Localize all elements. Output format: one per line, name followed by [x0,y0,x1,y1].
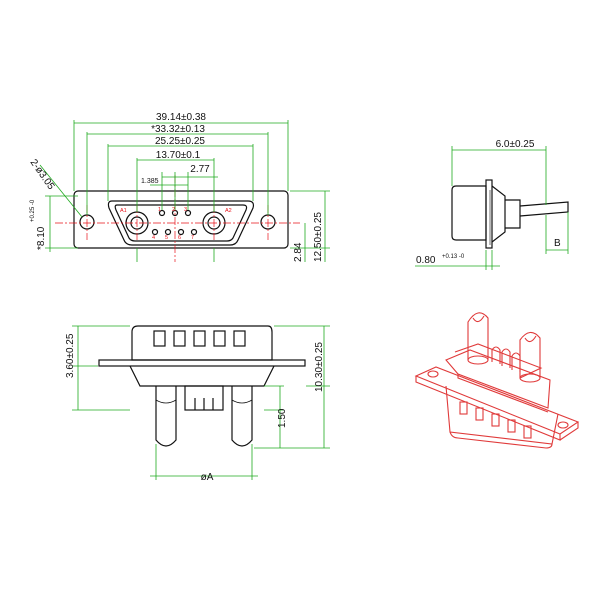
iso-signal-pin [511,352,521,372]
signal-label: 4 [152,235,155,241]
side-view [451,179,569,249]
iso-coax-tail-left [467,312,489,360]
signal-pin [164,228,172,236]
dim-diameter: øA [201,472,214,483]
iso-flange-edge-right [559,422,579,441]
front-centerlines [55,175,300,262]
dim-pin-pitch: 2.77 [190,164,210,175]
front-d-shell-inner [114,204,248,242]
bottom-body [129,365,275,387]
dim-right-height: 10.30±0.25 [314,342,325,392]
side-dimension-text: 6.0±0.25 0.80 +0.13 -0 B [416,139,561,266]
coax-tail-right [231,386,253,447]
dim-flange-tol: +0.13 -0 [442,254,465,260]
bottom-slot [193,330,206,347]
dim-vertical-tol: +0.25 -0 [30,199,36,222]
iso-front-shell [445,385,559,445]
iso-coax-tail-right [519,331,541,378]
dim-pin-offset: 2.84 [293,242,304,262]
signal-pin [151,228,159,236]
dim-mount-spacing: *33.32±0.13 [151,124,205,135]
signal-label: 5 [165,235,168,241]
front-flange [73,190,289,249]
signal-label: 3 [184,207,187,213]
bottom-slot [153,330,166,347]
coax-label-a2: A2 [225,208,232,214]
signal-pin [190,228,198,236]
bottom-view [98,325,306,447]
signal-label: 7 [191,235,194,241]
dim-hole-dia: 2-ø3.05 [28,157,57,192]
side-dimensions [415,146,569,270]
front-d-shell [107,200,255,246]
isometric-view [414,312,580,449]
front-dimensions [39,120,330,262]
side-body [491,185,506,243]
dim-pin-span: 13.70±0.1 [156,150,201,161]
signal-pin [184,209,192,217]
bottom-slot [173,330,186,347]
iso-signal-pin [501,348,511,368]
iso-flange-top [414,366,580,435]
signal-label: 2 [172,207,175,213]
dim-left-height: 3.60±0.25 [65,333,76,378]
signal-pin [158,209,166,217]
dim-b-label: B [554,238,561,249]
dim-vertical: *8.10 [36,226,47,250]
dim-depth: 6.0±0.25 [496,139,535,150]
dim-shell-width: 25.25±0.25 [155,136,205,147]
signal-pin [177,228,185,236]
coax-label-a1: A1 [120,208,127,214]
iso-flange-edge [415,376,561,441]
side-pin [519,201,569,217]
iso-mount-hole [557,421,569,429]
signal-label: 1 [158,207,161,213]
dim-overall-width: 39.14±0.38 [156,112,206,123]
dim-flange: 0.80 [416,255,436,266]
bottom-slot [233,330,246,347]
iso-rear-body [445,349,551,409]
dim-tail: 1.50 [277,408,288,428]
bottom-slot [213,330,226,347]
side-flange [485,179,493,249]
coax-tail-left [155,386,177,447]
iso-mount-hole [427,370,439,378]
dim-overall-height: 12.50±0.25 [313,212,324,262]
side-rear [505,199,521,229]
front-dimension-text: 39.14±0.38 *33.32±0.13 25.25±0.25 13.70±… [28,112,324,262]
bottom-dimensions [72,325,330,480]
bottom-flange [98,359,306,367]
dim-small-pitch: 1.385 [141,178,159,185]
signal-label: 6 [178,235,181,241]
front-pin-labels: A1 A2 1 2 3 4 5 6 7 [120,207,232,241]
iso-signal-pin [491,346,501,364]
side-shell [451,185,487,241]
bottom-dimension-text: 3.60±0.25 10.30±0.25 1.50 øA [65,333,325,483]
